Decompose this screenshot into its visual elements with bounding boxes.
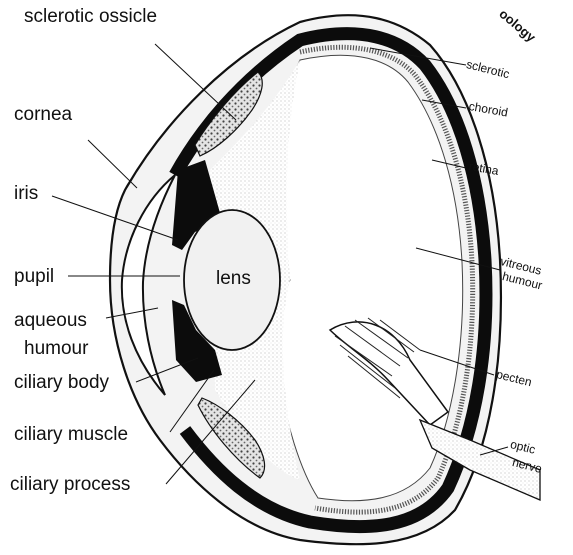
label-ciliary-body: ciliary body [14, 372, 109, 394]
label-pupil: pupil [14, 266, 54, 288]
label-iris: iris [14, 183, 38, 205]
label-ciliary-muscle: ciliary muscle [14, 424, 128, 446]
label-lens: lens [216, 268, 251, 290]
label-cornea: cornea [14, 104, 72, 126]
label-aqueous-humour-line1: aqueous [14, 310, 87, 332]
label-ciliary-process: ciliary process [10, 474, 130, 496]
label-aqueous-humour-line2: humour [24, 338, 88, 360]
label-sclerotic-ossicle: sclerotic ossicle [24, 6, 157, 28]
